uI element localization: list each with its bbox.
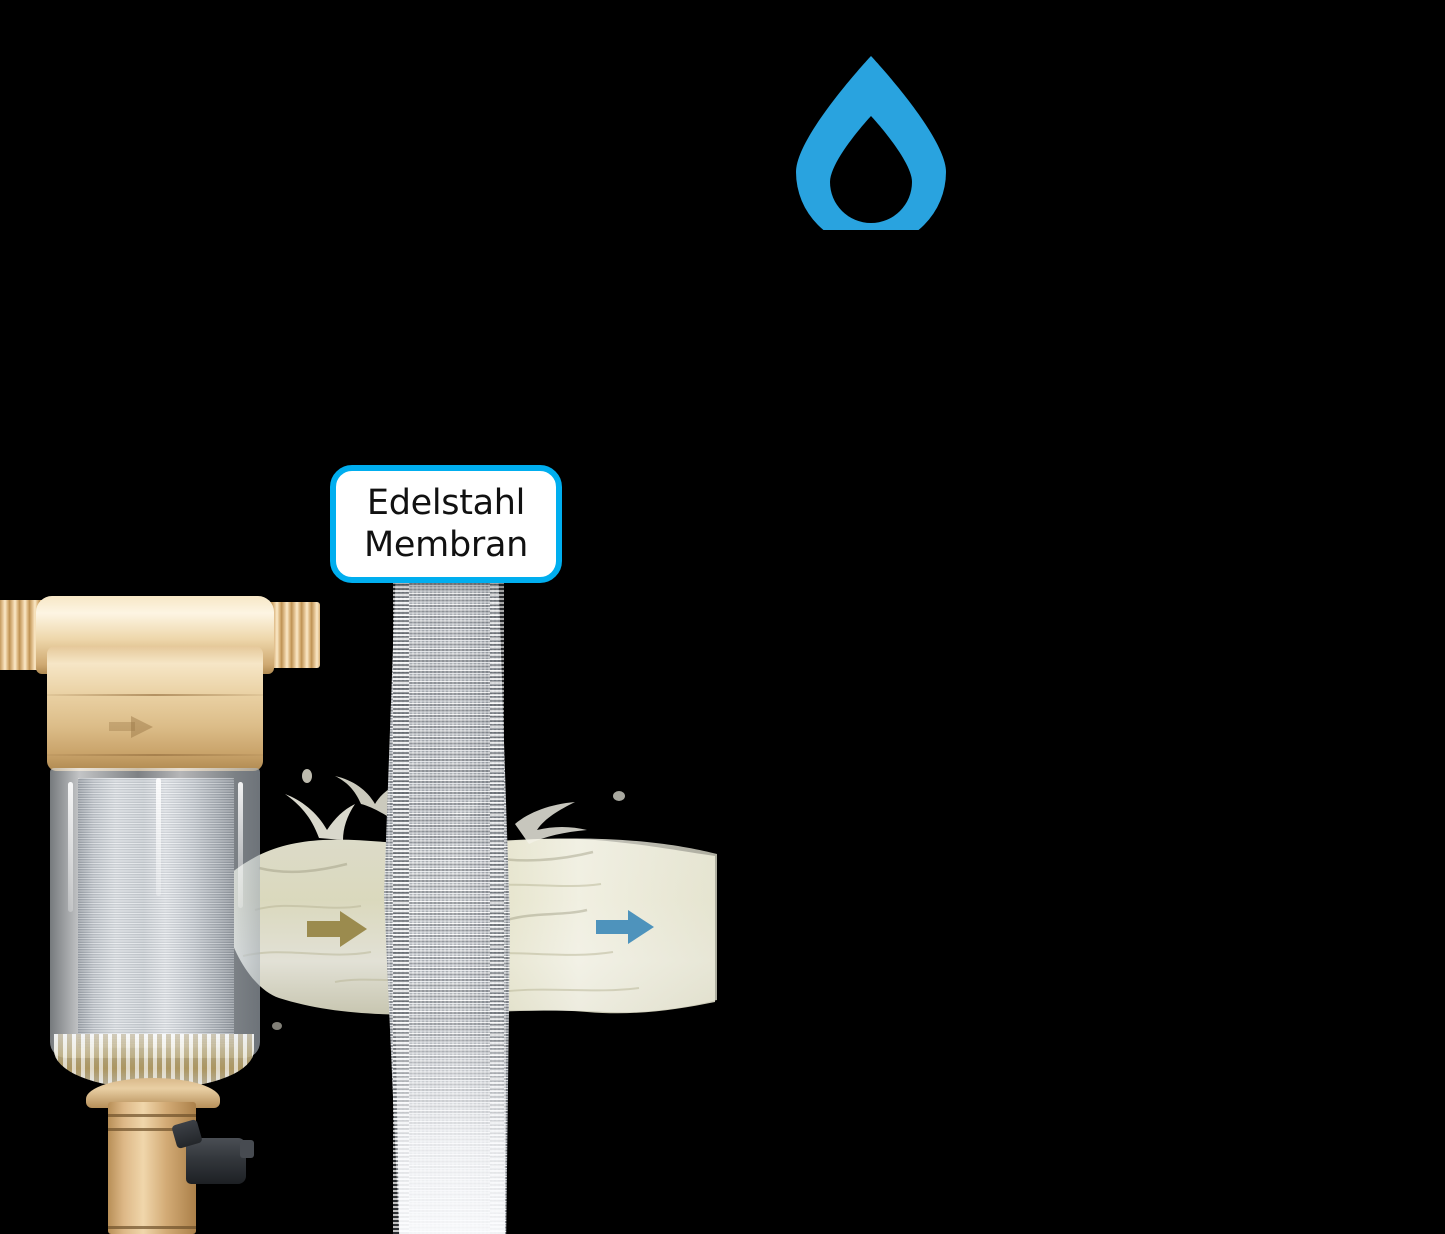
brass-cap [47,646,263,771]
housing-base-ring [54,1034,254,1088]
valve-band-2 [108,1128,196,1131]
callout-line-1: Edelstahl [366,483,526,523]
valve-band-1 [108,1114,196,1117]
flush-valve-handle[interactable] [171,1118,254,1184]
cap-ridge-lower [47,754,263,756]
valve-band-3 [108,1226,196,1229]
callout-line-2: Membran [364,525,528,565]
mesh-lower-fade [395,1002,507,1234]
valve-handle-tip [240,1140,254,1158]
flow-direction-arrow-icon [131,716,153,738]
housing-highlight-left [68,782,73,912]
clean-water-flow-arrow [596,908,654,951]
brass-water-prefilter [0,582,320,1234]
flow-direction-arrow-stem [109,722,135,731]
housing-highlight-center [156,778,161,896]
cap-ridge-upper [47,694,263,696]
dirty-water-flow-arrow [307,910,367,953]
water-drop-icon [786,50,956,247]
membrane-callout-label: Edelstahl Membran [330,465,562,583]
stainless-steel-mesh-membrane [384,582,510,1234]
housing-highlight-right [238,782,243,908]
